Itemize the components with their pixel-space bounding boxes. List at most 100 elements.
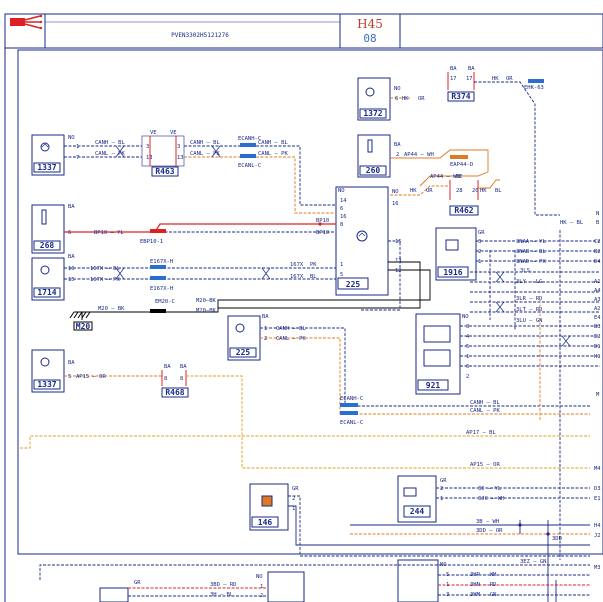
sheet-number: 08	[363, 32, 376, 45]
wire-label: ECANL-C	[238, 163, 261, 169]
wire-label: 8	[164, 376, 167, 382]
wire-label: CANH — BL	[276, 326, 306, 332]
wire-label: CANH — BL	[190, 140, 220, 146]
label-244: 244	[410, 507, 425, 516]
wire-label: 3H — BL	[210, 592, 234, 598]
wire-label: 3C — YL	[478, 486, 502, 492]
wire-label: GR	[478, 230, 485, 236]
wire-label: EM20-C	[155, 299, 175, 305]
wire-label: E167X-H	[150, 286, 173, 292]
wire-label: B3	[594, 324, 601, 330]
label-225-b: 225	[236, 348, 251, 357]
component-268: 268	[31, 204, 65, 254]
wire-label: AP15 — OR	[470, 462, 500, 468]
wire-label: J2	[594, 533, 601, 539]
wire-label: CANH — BL	[95, 140, 125, 146]
wire-label: 1	[292, 506, 295, 512]
component-225-ecu: 225	[335, 186, 389, 296]
wire-label: 3	[446, 592, 449, 598]
wire-label: CANL — PK	[190, 151, 220, 157]
wire-label: 16	[340, 214, 347, 220]
wire-label: 6	[68, 230, 71, 236]
wire-label: EHK-63	[524, 85, 544, 91]
component-921: 921	[415, 313, 461, 395]
wire-label: 2	[478, 249, 481, 255]
wire-label: VE	[150, 130, 157, 136]
wire-label: HK	[480, 188, 487, 194]
wire-label: 16	[68, 266, 75, 272]
component-244: 244	[397, 475, 437, 523]
wire-label: 6	[340, 206, 343, 212]
wire-label: 13	[395, 258, 402, 264]
component-1337-top: 1337	[31, 134, 65, 176]
wire-label: M20—BK	[196, 298, 217, 304]
wire-label: HK	[410, 188, 417, 194]
wire-label: 3LS	[520, 268, 530, 274]
label-1337-top: 1337	[37, 163, 56, 172]
wire-label: CANH — BL	[258, 140, 288, 146]
wire-label: 6	[466, 364, 469, 370]
wire-label: A3	[594, 297, 601, 303]
wire-label: 3NAB — BL	[516, 249, 546, 255]
component-1714: 1714	[31, 257, 65, 301]
label-260: 260	[366, 166, 381, 175]
wire-label: GR	[440, 478, 447, 484]
wire-label: 5	[340, 272, 343, 278]
wire-label: 3NAA — YL	[516, 239, 546, 245]
wire-label: 3LY — LG	[516, 279, 543, 285]
wire-label: M	[596, 392, 600, 398]
wire-label: BA	[164, 364, 171, 370]
wire-label: 8	[340, 222, 343, 228]
wire-label: B2	[594, 249, 601, 255]
wire-label: A2	[594, 306, 601, 312]
wire-label: 5	[446, 572, 449, 578]
wire-label: 3	[466, 324, 469, 330]
wire-label: BA	[468, 66, 475, 72]
twist-markers	[115, 145, 571, 347]
wire-label: BA	[450, 66, 457, 72]
wire-label: BP10 — YL	[94, 230, 124, 236]
component-bottom-left	[99, 587, 129, 602]
wire-label: BL	[495, 188, 502, 194]
wire-label: EAP44-D	[450, 162, 473, 168]
wire-label: B	[596, 220, 600, 226]
wire-label: 28	[456, 188, 463, 194]
label-1916: 1916	[443, 268, 462, 277]
wire-label: NO	[256, 574, 263, 580]
wire-label: HK	[402, 96, 409, 102]
wire-label: AP44 — WH	[404, 152, 434, 158]
wire-label: NO	[68, 135, 75, 141]
wire-label: OR	[426, 188, 433, 194]
wire-label: BA	[394, 142, 401, 148]
wire-label: 13	[146, 155, 153, 161]
wire-label: 2	[396, 152, 399, 158]
wire-labels: NO CANH — BL CANL — PK 1 7 VE VE 3 13 3 …	[68, 66, 601, 599]
wire-label: A1	[594, 279, 601, 285]
wire-label: AP15 — OR	[76, 374, 106, 380]
wire-label: D3	[594, 486, 601, 492]
wire-label: BA	[68, 204, 75, 210]
wire-label: 16	[392, 201, 399, 207]
label-1714: 1714	[37, 288, 56, 297]
diagram-frame	[17, 49, 603, 555]
wire-label: 2	[292, 496, 295, 502]
wire-label: GR	[134, 580, 141, 586]
component-1372: 1372	[357, 77, 391, 121]
wire-label: 15	[68, 277, 75, 283]
wires	[20, 81, 600, 602]
wire-label: BL	[310, 274, 317, 280]
wire-label: NO	[440, 562, 447, 568]
wire-label: AP17 — BL	[466, 430, 496, 436]
wire-label: 3JC — WH	[478, 496, 505, 502]
wire-label: 17	[466, 76, 473, 82]
wire-label: HK	[492, 76, 499, 82]
label-1372: 1372	[363, 109, 382, 118]
wire-label: 20	[472, 188, 479, 194]
junction-r462: R462	[449, 180, 479, 216]
wire-label: CANL — PK	[470, 408, 500, 414]
wire-label: NO	[394, 86, 401, 92]
wire-label: EBP10-1	[140, 239, 163, 245]
wire-label: 6	[395, 96, 398, 102]
wire-label: ECANH-C	[238, 136, 261, 142]
wire-label: 5	[68, 374, 71, 380]
